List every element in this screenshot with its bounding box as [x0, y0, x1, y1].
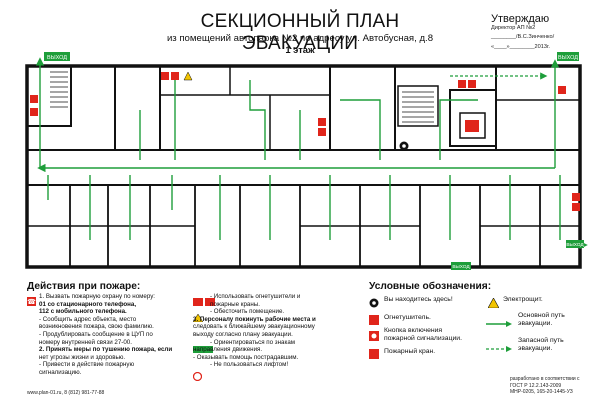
fire-hydrant-icon — [171, 72, 179, 80]
extinguisher-icon — [318, 118, 326, 126]
evacuation-floor-plan: ВЫХОД ВЫХОД ВЫХОД ВЫХОД — [25, 52, 588, 270]
approval-signature: ________/В.С.Зинченко/ — [491, 34, 555, 40]
svg-text:☎: ☎ — [27, 298, 36, 306]
legend-electric: Электрощит. — [503, 296, 543, 303]
legend-extinguisher: Огнетушитель. — [384, 314, 431, 321]
fire-hydrant-icon — [468, 80, 476, 88]
actions-left-column: 1. Вызвать пожарную охрану по номеру: 01… — [39, 293, 173, 376]
main-evacuation-routes — [35, 57, 588, 250]
main-route-legend-icon — [486, 314, 512, 332]
electric-panel-icon — [183, 71, 193, 81]
extinguisher-use-icon — [193, 293, 215, 311]
exit-sign-right-bottom: ВЫХОД — [451, 262, 471, 270]
staircase-left — [50, 71, 68, 108]
page-subtitle: из помещений автопарка №2 по адресу ул. … — [166, 33, 434, 44]
power-off-icon — [192, 309, 204, 327]
actions-heading: Действия при пожаре: — [27, 281, 141, 292]
exit-sign-right-middle: ВЫХОД — [566, 240, 584, 248]
you-are-here-marker — [399, 141, 409, 151]
alarm-button-icon — [558, 86, 566, 94]
extinguisher-legend-icon — [369, 312, 379, 330]
alarm-button-legend-icon — [369, 328, 379, 346]
legend-heading: Условные обозначения: — [369, 281, 492, 292]
electric-legend-icon — [487, 295, 500, 313]
fire-hydrant-icon — [318, 128, 326, 136]
fire-hydrant-icon — [572, 203, 580, 211]
fire-hydrant-icon — [30, 108, 38, 116]
legend-backup-route: Запасной путь эвакуации. — [518, 337, 564, 352]
legend-alarm-button: Кнопка включения пожарной сигнализации. — [384, 327, 462, 342]
svg-text:ВЫХОД: ВЫХОД — [47, 55, 67, 61]
footer-website: www.plan-01.ru, 8 (812) 981-77-88 — [27, 390, 105, 396]
extinguisher-icon — [458, 80, 466, 88]
legend-you-are-here: Вы находитесь здесь! — [384, 296, 453, 303]
phone-icon: ☎ — [27, 293, 36, 311]
extinguisher-icon — [572, 193, 580, 201]
page-title: СЕКЦИОННЫЙ ПЛАН ЭВАКУАЦИИ — [200, 11, 400, 54]
building-walls — [25, 64, 582, 269]
approval-date: «____»________2013г. — [491, 44, 550, 50]
route-sign-icon — [193, 340, 213, 358]
svg-text:ВЫХОД: ВЫХОД — [566, 242, 584, 248]
approval-position: Директор АП №2 — [491, 25, 536, 31]
fire-equipment — [30, 71, 580, 211]
backup-route-legend-icon — [486, 339, 512, 357]
legend-main-route: Основной путь эвакуации. — [518, 312, 565, 327]
approval-block: Утверждаю Директор АП №2 ________/В.С.Зи… — [491, 13, 554, 50]
actions-right-column: - Использовать огнетушители и пожарные к… — [193, 293, 316, 369]
svg-text:ВЫХОД: ВЫХОД — [452, 264, 470, 270]
no-lift-icon — [192, 368, 203, 386]
footer-standard: разработано в соответствии с ГОСТ Р 12.2… — [510, 376, 580, 395]
extinguisher-icon — [161, 72, 169, 80]
lift-warning-icon — [465, 120, 479, 132]
exit-sign-top-right: ВЫХОД — [557, 52, 579, 61]
you-are-here-legend-icon — [369, 295, 379, 313]
approval-title: Утверждаю — [491, 13, 550, 25]
fire-hydrant-legend-icon — [369, 346, 379, 364]
floor-label: 1 этаж — [285, 44, 315, 55]
staircase-right — [402, 91, 434, 123]
svg-text:ВЫХОД: ВЫХОД — [558, 55, 578, 61]
legend-fire-hydrant: Пожарный кран. — [384, 348, 436, 355]
exit-sign-top-left: ВЫХОД — [44, 52, 70, 61]
alarm-button-icon — [30, 95, 38, 103]
